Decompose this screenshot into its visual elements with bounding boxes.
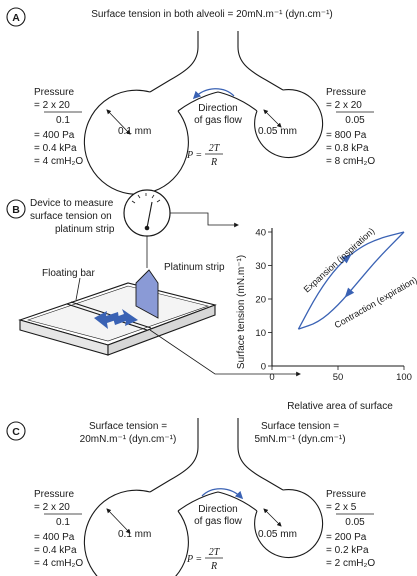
panel-a-right-denominator: 0.05 xyxy=(345,115,365,126)
panel-c-right-line-3: = 2 cmH₂O xyxy=(326,558,375,569)
chart-x-ticks: 0 50 100 xyxy=(269,366,412,383)
panel-c-right-tension-1: Surface tension = xyxy=(261,421,339,432)
panel-c-left-denominator: 0.1 xyxy=(56,517,70,528)
y-tick-label: 40 xyxy=(255,228,266,239)
panel-a-flow-arrow xyxy=(192,88,235,100)
panel-c-left-radius-arrow xyxy=(106,508,131,534)
chart-y-ticks: 0 10 20 30 40 xyxy=(255,228,272,373)
panel-c-right-numerator: = 2 x 5 xyxy=(326,502,357,513)
panel-a-left-numerator: = 2 x 20 xyxy=(34,100,70,111)
panel-c-left-radius: 0.1 mm xyxy=(118,529,151,540)
expand-arrow-icon xyxy=(113,309,138,326)
panel-c-flow-label-1: Direction xyxy=(198,504,237,515)
panel-a-right-heading: Pressure xyxy=(326,87,366,98)
panel-c-right-tension-2: 5mN.m⁻¹ (dyn.cm⁻¹) xyxy=(254,434,345,445)
panel-c-badge xyxy=(6,421,26,441)
panel-a-left-radius-arrow xyxy=(106,109,131,135)
device-label-3: platinum strip xyxy=(55,224,115,235)
floating-bar-pointer xyxy=(75,277,81,301)
chart-y-label: Surface tension (mN.m⁻¹) xyxy=(236,255,247,369)
panel-a-right-line-2: = 0.8 kPa xyxy=(326,143,369,154)
y-tick-label: 20 xyxy=(255,295,266,306)
panel-c-flow-arrow xyxy=(201,488,244,500)
chart-x-label: Relative area of surface xyxy=(287,401,393,412)
panel-a-left-alveolus xyxy=(83,89,189,195)
panel-c-right-radius-arrow xyxy=(263,508,282,527)
series-contraction-label: Contraction (expiration) xyxy=(333,275,417,330)
panel-a-right-numerator: = 2 x 20 xyxy=(326,100,362,111)
panel-a-left-denominator: 0.1 xyxy=(56,115,70,126)
panel-a-formula-num: 2T xyxy=(209,143,221,154)
panel-c-left-tension-1: Surface tension = xyxy=(89,421,167,432)
surface-tension-chart: 0 10 20 30 40 0 50 100 Expansion (inspiration)… xyxy=(236,226,417,412)
panel-c-left-tension-2: 20mN.m⁻¹ (dyn.cm⁻¹) xyxy=(80,434,177,445)
panel-c-left-line-3: = 4 cmH₂O xyxy=(34,558,83,569)
panel-a-label: A xyxy=(12,12,20,24)
floating-bar-label: Floating bar xyxy=(42,268,95,279)
platinum-strip xyxy=(135,269,159,319)
series-expansion-arrow-icon xyxy=(341,253,352,264)
panel-c: C Surface tension = 20mN.m⁻¹ (dyn.cm⁻¹) … xyxy=(6,418,375,576)
panel-a-right-line-1: = 800 Pa xyxy=(326,130,367,141)
panel-c-flow-label-2: of gas flow xyxy=(194,516,243,527)
panel-a-right-radius: 0.05 mm xyxy=(258,126,297,137)
series-expansion-label: Expansion (inspiration) xyxy=(302,226,377,295)
panel-c-right-alveolus xyxy=(254,488,324,559)
x-tick-label: 0 xyxy=(269,372,274,383)
y-tick-label: 10 xyxy=(255,328,266,339)
panel-a-left-line-2: = 0.4 kPa xyxy=(34,143,77,154)
gauge-needle xyxy=(146,201,153,229)
gauge-to-graph-arrow xyxy=(170,212,239,228)
panel-c-left-numerator: = 2 x 20 xyxy=(34,502,70,513)
panel-c-left-line-1: = 400 Pa xyxy=(34,532,75,543)
panel-a-formula-den: R xyxy=(210,157,217,168)
panel-c-right-line-2: = 0.2 kPa xyxy=(326,545,369,556)
panel-c-right-denominator: 0.05 xyxy=(345,517,365,528)
panel-a-title: Surface tension in both alveoli = 20mN.m… xyxy=(91,9,332,20)
panel-a-flow-label-1: Direction xyxy=(198,103,237,114)
panel-a-airway xyxy=(149,31,284,112)
gauge-pivot xyxy=(144,225,150,231)
panel-c-formula-num: 2T xyxy=(209,547,221,558)
panel-a-left-line-1: = 400 Pa xyxy=(34,130,75,141)
panel-b-badge xyxy=(6,199,26,219)
panel-a-left-heading: Pressure xyxy=(34,87,74,98)
panel-a-right-radius-arrow xyxy=(263,109,282,128)
panel-a-right-alveolus xyxy=(254,88,324,159)
y-tick-label: 0 xyxy=(261,362,266,373)
panel-a: A Surface tension in both alveoli = 20mN… xyxy=(6,7,375,195)
panel-a-badge xyxy=(6,7,26,27)
panel-c-airway xyxy=(149,418,284,512)
x-tick-label: 50 xyxy=(333,372,344,383)
panel-c-left-line-2: = 0.4 kPa xyxy=(34,545,77,556)
series-contraction-arrow-icon xyxy=(344,287,355,298)
gauge-ticks xyxy=(131,193,161,204)
device-label-2: surface tension on xyxy=(30,211,112,222)
panel-a-flow-label-2: of gas flow xyxy=(194,115,243,126)
panel-c-right-heading: Pressure xyxy=(326,489,366,500)
panel-c-left-alveolus xyxy=(83,489,189,576)
panel-a-right-line-3: = 8 cmH₂O xyxy=(326,156,375,167)
panel-c-formula-den: R xyxy=(210,561,217,572)
panel-a-left-line-3: = 4 cmH₂O xyxy=(34,156,83,167)
y-tick-label: 30 xyxy=(255,261,266,272)
x-tick-label: 100 xyxy=(396,372,412,383)
panel-a-formula-lhs: P = xyxy=(186,150,202,161)
panel-c-left-heading: Pressure xyxy=(34,489,74,500)
panel-a-left-radius: 0.1 mm xyxy=(118,126,151,137)
panel-c-label: C xyxy=(12,426,20,438)
panel-c-right-line-1: = 200 Pa xyxy=(326,532,367,543)
panel-c-right-radius: 0.05 mm xyxy=(258,529,297,540)
panel-c-formula-lhs: P = xyxy=(186,554,202,565)
panel-b-label: B xyxy=(12,204,20,216)
panel-b: B Device to measure surface tension on p… xyxy=(6,189,417,412)
trough-to-graph-arrow xyxy=(149,329,301,377)
platinum-strip-label: Platinum strip xyxy=(164,262,225,273)
compress-arrow-icon xyxy=(94,311,119,329)
device-label-1: Device to measure xyxy=(30,198,114,209)
